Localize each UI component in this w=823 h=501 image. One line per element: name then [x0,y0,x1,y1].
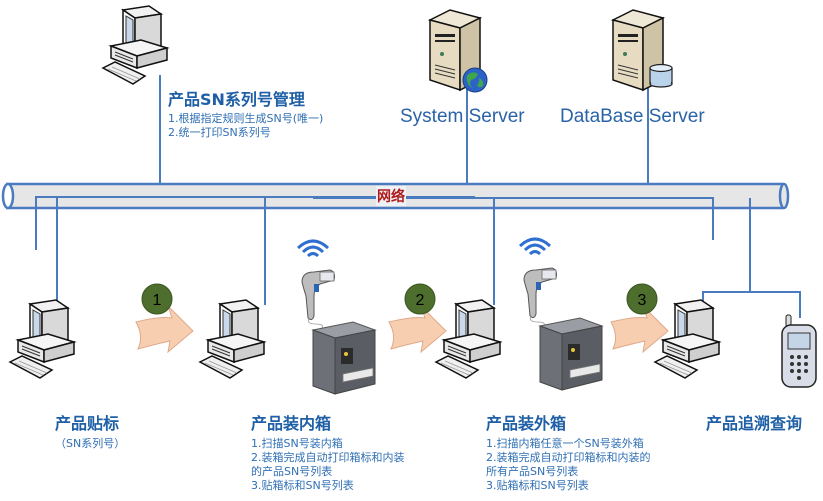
station-3-line: 1.扫描内箱任意一个SN号装外箱 [486,437,644,450]
management-block: 产品SN系列号管理 1.根据指定规则生成SN号(唯一) 2.统一打印SN系列号 [168,86,323,140]
station-3-line: 2.装箱完成自动打印箱标和内装的 [486,451,651,464]
station-2-title: 产品装内箱 [251,414,332,433]
station-1-computer-icon [9,299,75,379]
system-server-label: System Server [400,106,525,127]
wireless-icon [296,239,330,258]
barcode-scanner-icon [301,269,335,329]
step-number-2: 2 [416,292,425,309]
station-2-block: 产品装内箱 1.扫描SN号装内箱 2.装箱完成自动打印箱标和内装 的产品SN号列… [251,410,405,493]
connector-branch [702,291,801,318]
station-4-computer-icon [654,299,720,379]
station-1-block: 产品贴标 （SN系列号） [55,410,125,451]
mobile-phone-icon [781,314,817,388]
database-server-label: DataBase Server [560,106,705,127]
step-circle-3: 3 [626,283,658,315]
step-number-3: 3 [638,292,647,309]
station-4-title: 产品追溯查询 [706,414,803,433]
station-1-title: 产品贴标 [55,414,120,433]
management-title: 产品SN系列号管理 [168,90,305,109]
label-printer-icon [539,317,603,391]
flow-arrow-1 [135,305,194,354]
station-2-line: 3.贴箱标和SN号列表 [251,479,354,492]
database-icon [649,63,673,88]
step-circle-1: 1 [141,283,173,315]
network-label: 网络 [376,186,406,206]
station-1-line: （SN系列号） [55,437,126,450]
station-2-line: 的产品SN号列表 [251,465,333,478]
step-circle-2: 2 [404,283,436,315]
station-4-block: 产品追溯查询 [706,410,802,434]
station-3-line: 3.贴箱标和SN号列表 [486,479,589,492]
flow-arrow-3 [610,305,669,354]
station-3-line: 所有产品SN号列表 [486,465,579,478]
barcode-scanner-icon [523,267,557,327]
station-3-title: 产品装外箱 [486,414,567,433]
station-2-line: 2.装箱完成自动打印箱标和内装 [251,451,405,464]
station-2-line: 1.扫描SN号装内箱 [251,437,343,450]
label-printer-icon [312,321,376,395]
globe-icon [462,67,488,93]
station-2-computer-icon [199,299,265,379]
management-line: 2.统一打印SN系列号 [168,126,271,139]
management-line: 1.根据指定规则生成SN号(唯一) [168,112,324,125]
step-number-1: 1 [153,292,162,309]
station-3-block: 产品装外箱 1.扫描内箱任意一个SN号装外箱 2.装箱完成自动打印箱标和内装的 … [486,410,651,493]
flow-arrow-2 [388,305,447,354]
management-computer-icon [102,5,168,85]
station-3-computer-icon [435,299,501,379]
wireless-icon [518,237,552,256]
